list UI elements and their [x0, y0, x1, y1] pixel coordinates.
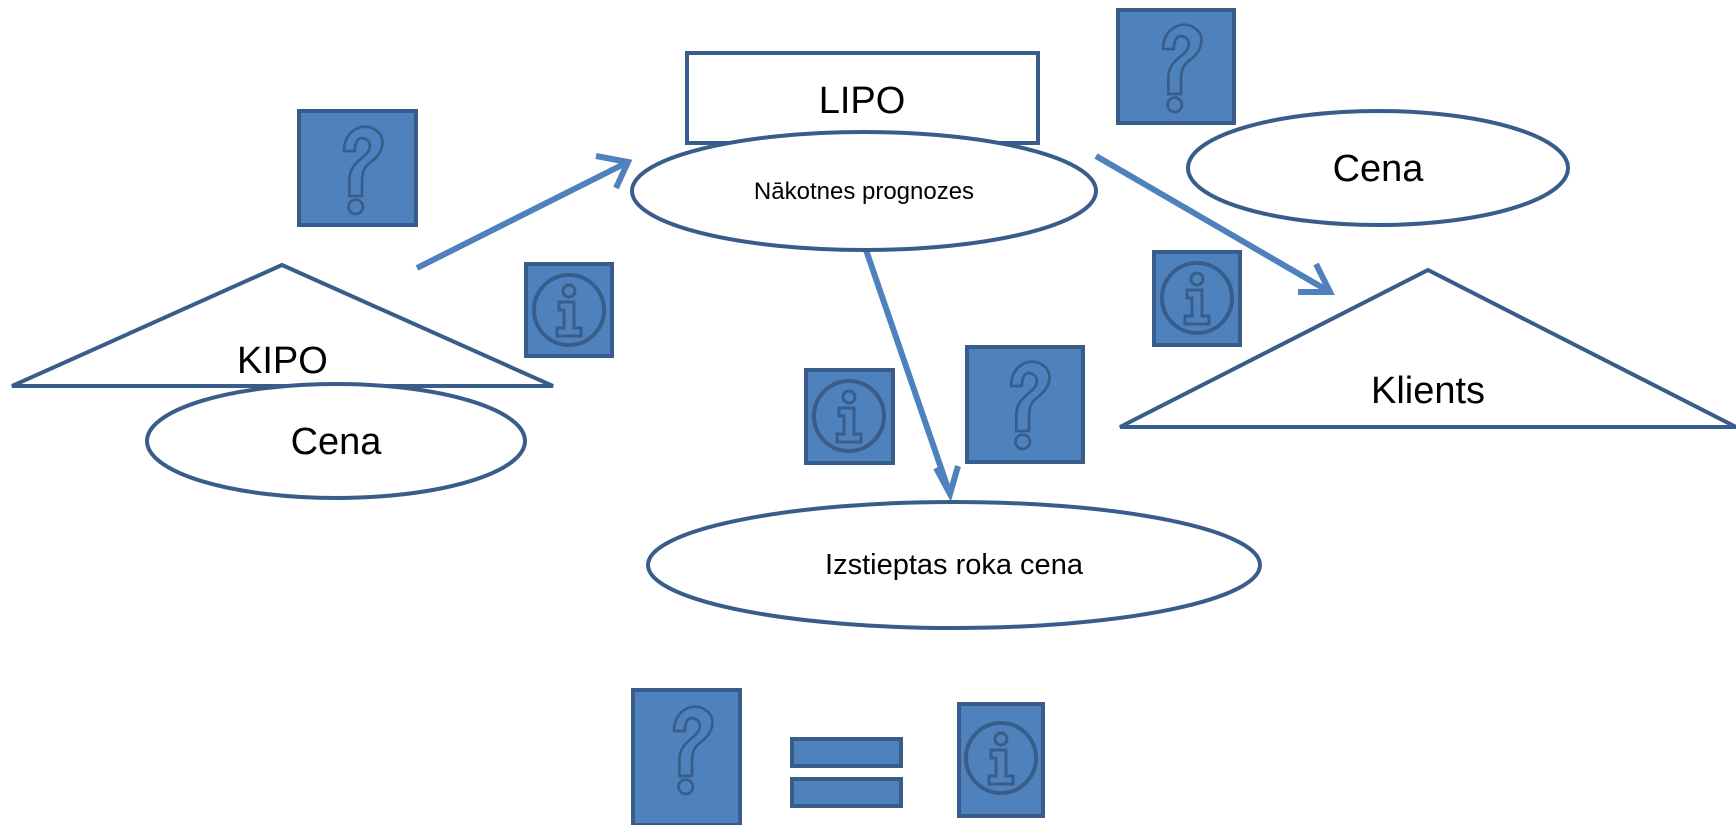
- lipo-box: LIPO: [685, 51, 1040, 145]
- equals-sign: [790, 737, 903, 808]
- information-icon: [1152, 250, 1242, 347]
- arrow-lipo-to-client: [1094, 153, 1335, 295]
- question-mark-icon: [297, 109, 418, 227]
- kipo-price-label: Cena: [291, 421, 383, 463]
- information-icon: [804, 368, 895, 465]
- question-mark-icon: [631, 688, 742, 825]
- kipo-price-ellipse: Cena: [145, 382, 527, 500]
- client-triangle: Klients: [1119, 267, 1736, 429]
- information-icon: [524, 262, 614, 358]
- information-icon: [957, 702, 1045, 818]
- arrow-lipo-to-armslength: [863, 249, 961, 502]
- arms-length-price-ellipse: Izstieptas roka cena: [646, 500, 1262, 630]
- future-forecasts-label: Nākotnes prognozes: [754, 178, 974, 205]
- question-mark-icon: [1116, 8, 1236, 125]
- kipo-label: KIPO: [237, 340, 328, 382]
- client-label: Klients: [1371, 370, 1485, 412]
- arrow-kipo-to-lipo: [415, 153, 633, 271]
- arms-length-price-label: Izstieptas roka cena: [825, 549, 1084, 581]
- right-price-ellipse: Cena: [1186, 109, 1570, 227]
- kipo-triangle: KIPO: [11, 262, 554, 388]
- right-price-label: Cena: [1333, 148, 1425, 190]
- lipo-label: LIPO: [819, 80, 906, 122]
- future-forecasts-ellipse: Nākotnes prognozes: [630, 130, 1098, 252]
- question-mark-icon: [965, 345, 1085, 464]
